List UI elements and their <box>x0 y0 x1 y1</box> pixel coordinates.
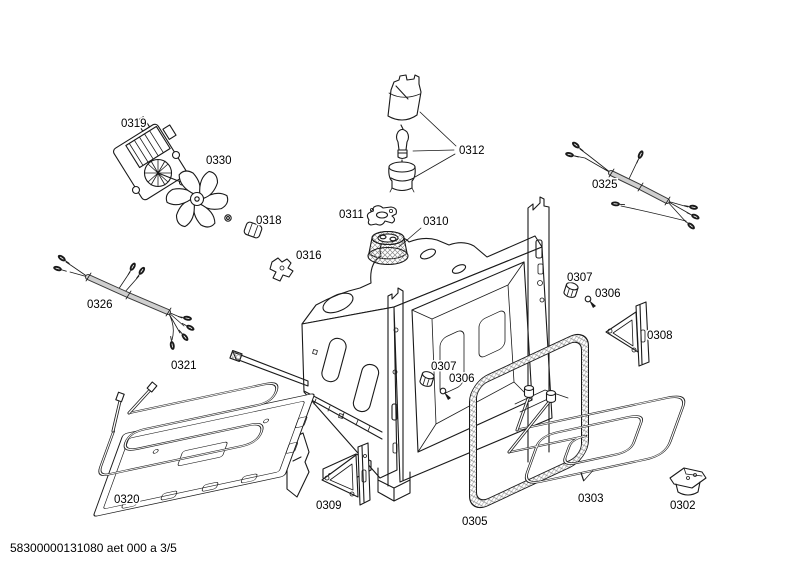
part-label-fan-impeller: 0330 <box>206 155 232 167</box>
footer-document-code: 58300000131080 aet 000 a 3/5 <box>10 541 177 555</box>
part-label-harness-upper: 0325 <box>592 179 618 191</box>
lower-heating-element-drawing <box>98 381 279 476</box>
screw-right-drawing <box>584 295 596 308</box>
lamp-bulb-drawing <box>395 124 410 164</box>
cap-nut-right-drawing <box>563 282 579 298</box>
hex-nut-drawing <box>243 221 263 239</box>
part-label-baffle-plate: 0320 <box>114 494 140 506</box>
screw-middle-drawing <box>439 387 451 400</box>
part-label-lower-element: 0321 <box>171 360 197 372</box>
lamp-cover-drawing <box>387 74 422 121</box>
part-label-bracket-right: 0308 <box>647 330 673 342</box>
clamp-drawing <box>669 467 707 496</box>
oven-cavity-drawing <box>229 196 553 502</box>
part-label-lamp-clamp: 0311 <box>339 209 364 221</box>
fan-impeller-drawing <box>165 170 229 228</box>
part-label-cap-nut-middle: 0307 <box>431 361 457 373</box>
washer-drawing <box>224 214 232 222</box>
mounting-bracket-right-drawing <box>605 301 650 367</box>
part-label-small-bracket: 0316 <box>296 250 322 262</box>
wiring-harness-lower-drawing <box>52 253 196 351</box>
part-label-cap-nut-right: 0307 <box>567 272 593 284</box>
part-label-screw-middle: 0306 <box>449 373 475 385</box>
part-label-door-gasket: 0305 <box>462 516 488 528</box>
part-label-lamp-housing: 0310 <box>423 216 449 228</box>
lamp-housing-drawing <box>367 227 422 266</box>
part-label-fan-motor: 0319 <box>121 118 147 130</box>
small-bracket-drawing <box>269 257 294 282</box>
part-label-harness-lower: 0326 <box>87 299 113 311</box>
lamp-glass-drawing <box>388 161 416 193</box>
mounting-bracket-left-drawing <box>321 442 371 506</box>
part-label-fastener-nut: 0318 <box>256 215 282 227</box>
part-label-clamp: 0302 <box>670 500 696 512</box>
lamp-leader-lines <box>412 111 457 178</box>
wiring-harness-upper-drawing <box>564 139 701 232</box>
part-label-screw-right: 0306 <box>595 288 621 300</box>
grill-heating-element-drawing <box>507 385 686 484</box>
cap-nut-middle-drawing <box>419 371 435 387</box>
part-label-lamp-assembly: 0312 <box>459 145 485 157</box>
part-label-grill-element: 0303 <box>578 493 604 505</box>
lamp-clamp-drawing <box>366 205 397 226</box>
part-label-bracket-left: 0309 <box>316 500 342 512</box>
